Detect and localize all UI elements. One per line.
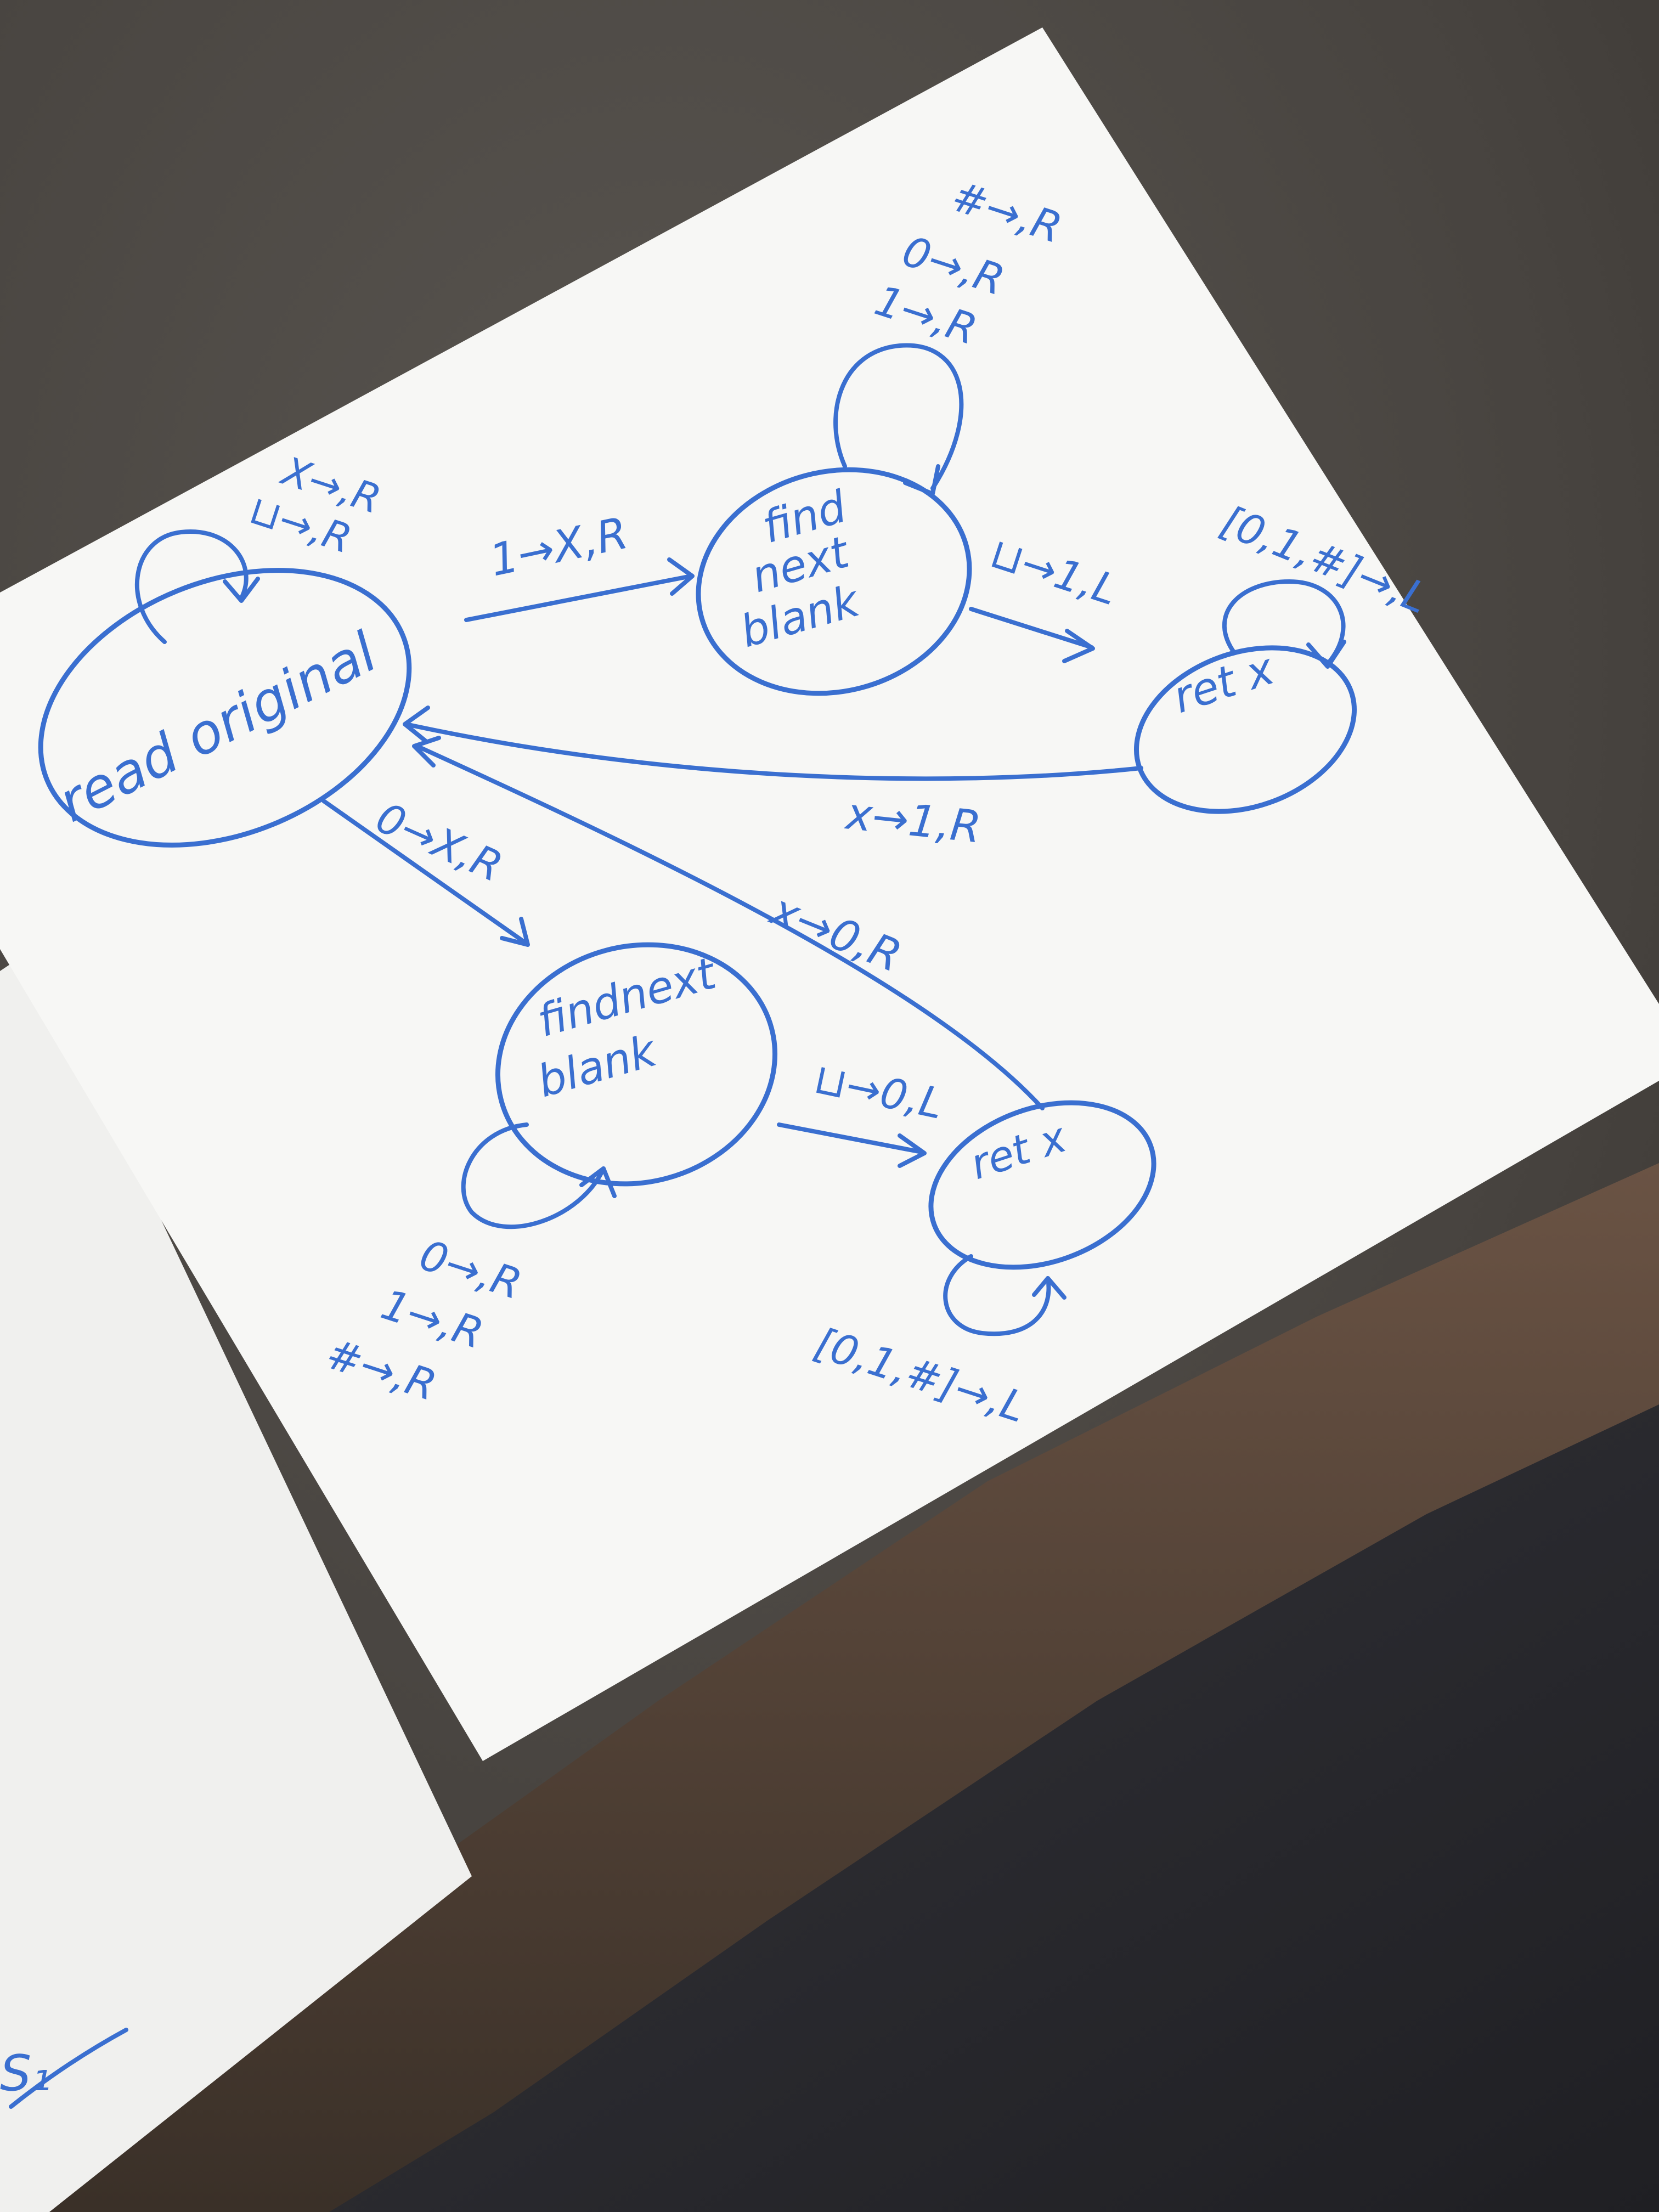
left-paper-sheet bbox=[0, 949, 472, 2212]
edge-read-to-find-top bbox=[464, 557, 695, 622]
edge-ret-top-to-read bbox=[403, 706, 1143, 781]
edge-find-bottom-self-loop bbox=[461, 1122, 617, 1229]
edge-read-to-find-bottom bbox=[321, 799, 530, 947]
floor-area bbox=[329, 1404, 1659, 2212]
edge-ret-top-self-loop bbox=[1222, 579, 1346, 669]
edge-ret-bottom-self-loop bbox=[943, 1254, 1066, 1336]
edge-find-bottom-to-ret-bottom bbox=[777, 1122, 927, 1168]
edge-find-top-to-ret-top bbox=[969, 607, 1095, 663]
edge-find-top-self-loop bbox=[833, 343, 964, 496]
main-paper-sheet bbox=[0, 27, 1659, 1761]
corner-note: S₁ bbox=[0, 2045, 51, 2102]
edge-read-self-loop bbox=[134, 529, 260, 644]
corner-note-underline bbox=[9, 2028, 128, 2109]
edge-ret-bottom-to-read bbox=[412, 736, 1045, 1110]
